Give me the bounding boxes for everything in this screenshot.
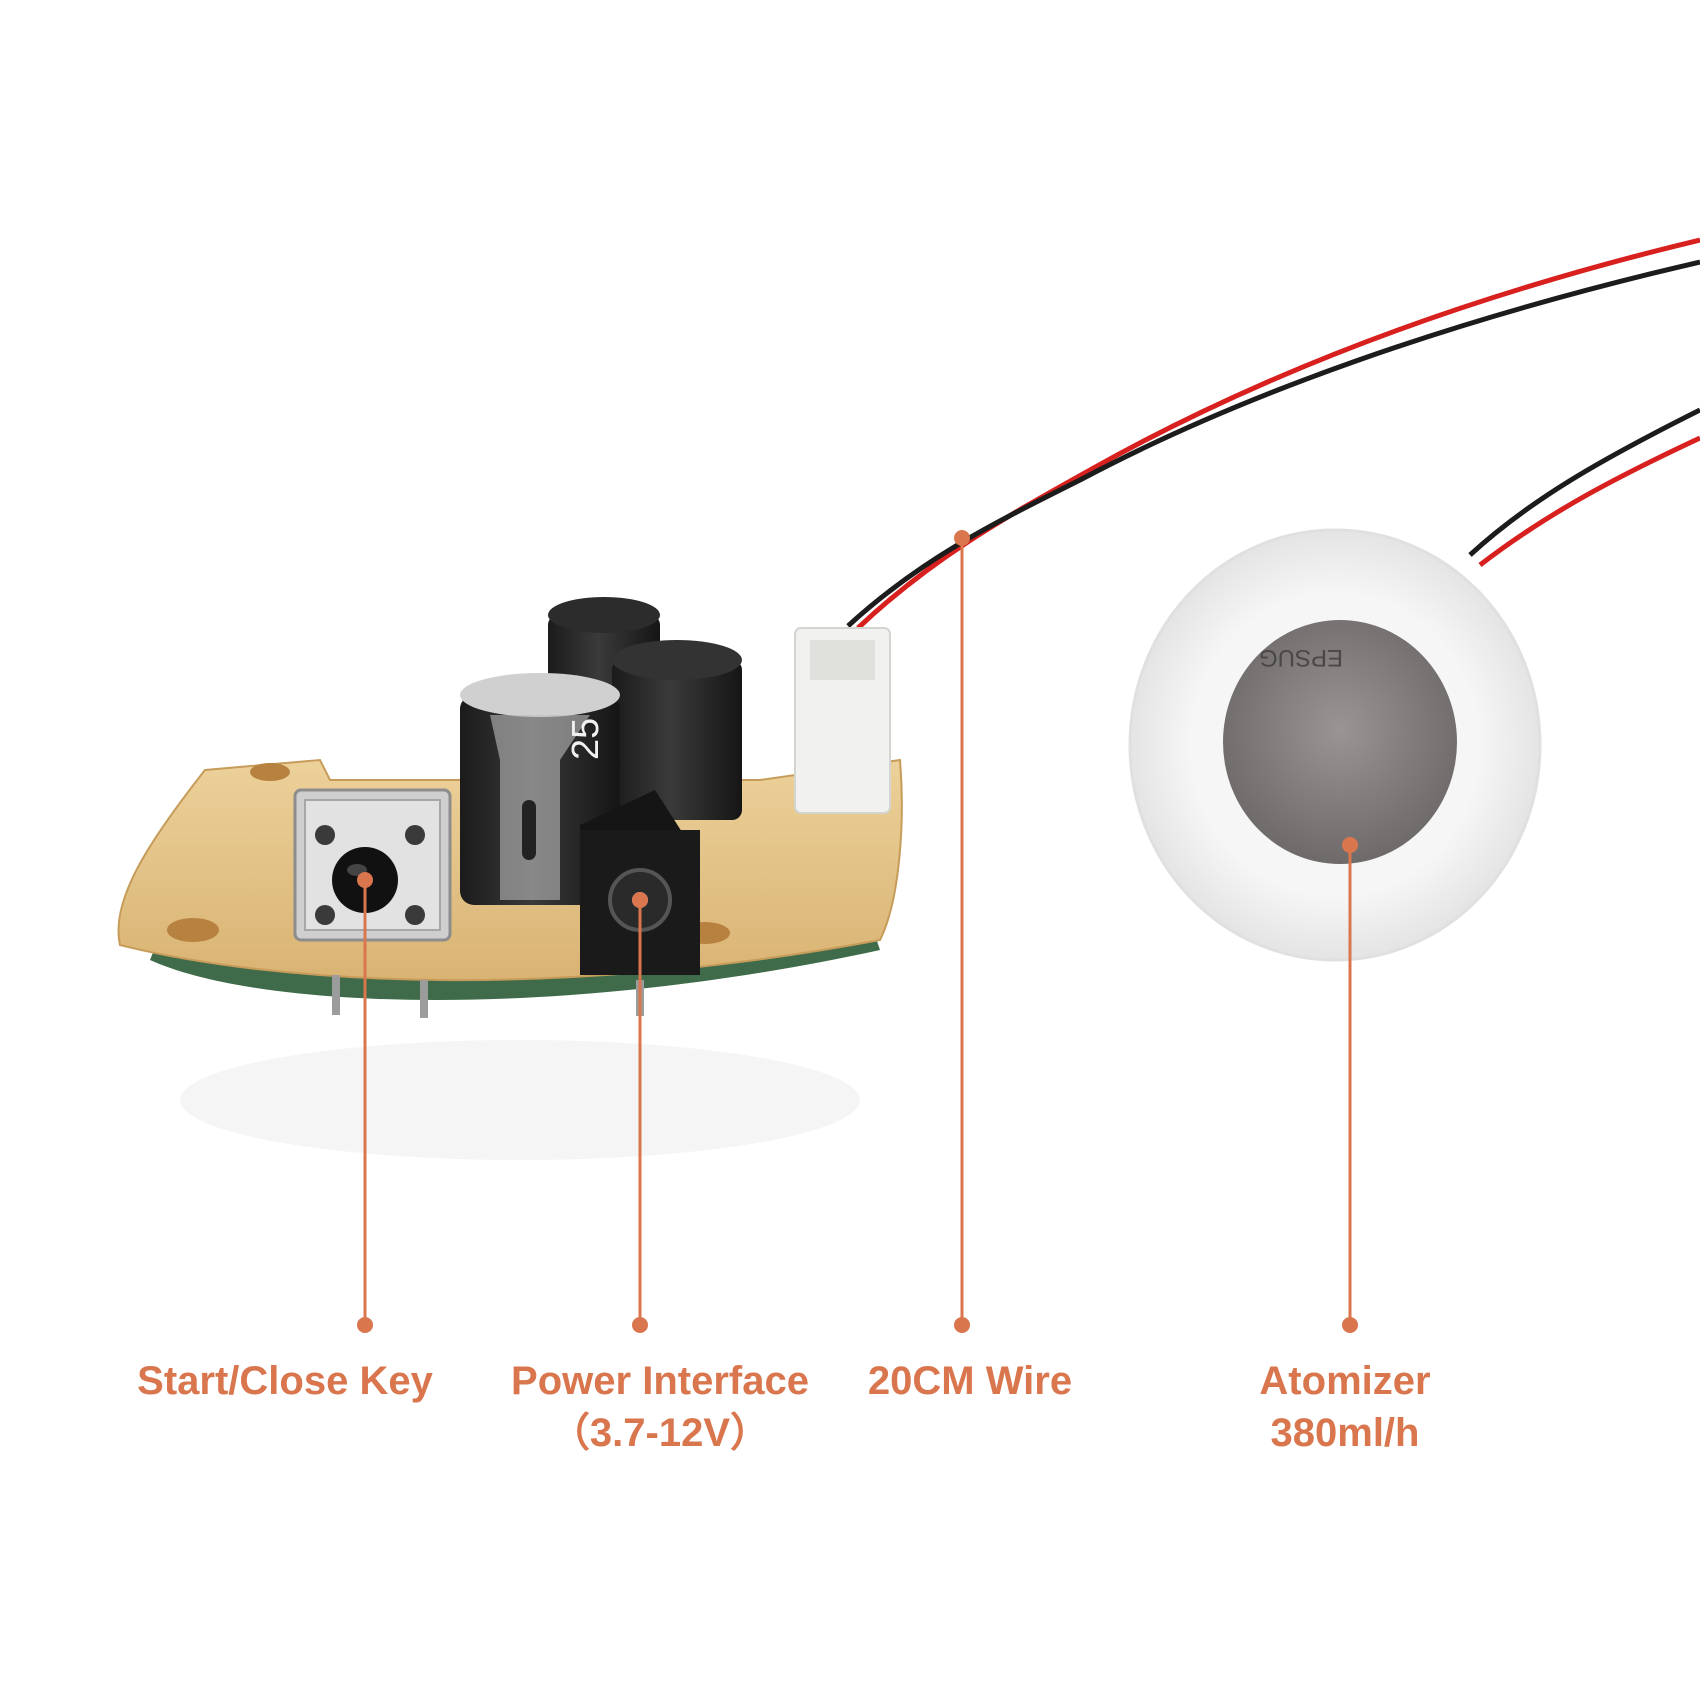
wire-pair	[846, 237, 1700, 630]
atomizer-disc: EPSUG	[1128, 528, 1542, 962]
mount-hole	[167, 918, 219, 942]
power-interface-jack	[580, 790, 700, 975]
callout-lines	[357, 530, 1358, 1333]
atomizer-label-line2: 380ml/h	[1270, 1411, 1420, 1455]
atomizer-label: Atomizer 380ml/h	[1220, 1355, 1470, 1459]
wire-connector	[794, 627, 891, 814]
mount-hole	[250, 763, 290, 781]
inductor	[612, 640, 742, 820]
start-close-key-label-line1: Start/Close Key	[137, 1359, 433, 1403]
power-interface-label: Power Interface （3.7-12V）	[490, 1355, 830, 1459]
disc-marking: EPSUG	[1259, 644, 1343, 671]
start-close-key	[293, 788, 452, 942]
wire-length-label: 20CM Wire	[860, 1355, 1080, 1407]
capacitor-marking: 25	[565, 718, 607, 760]
board-reflection	[180, 1040, 860, 1160]
atomizer-label-line1: Atomizer	[1259, 1359, 1431, 1403]
power-interface-label-line2: （3.7-12V）	[549, 1411, 771, 1455]
wire-length-label-line1: 20CM Wire	[867, 1359, 1073, 1403]
power-interface-label-line1: Power Interface	[511, 1359, 809, 1403]
start-close-key-label: Start/Close Key	[115, 1355, 455, 1407]
